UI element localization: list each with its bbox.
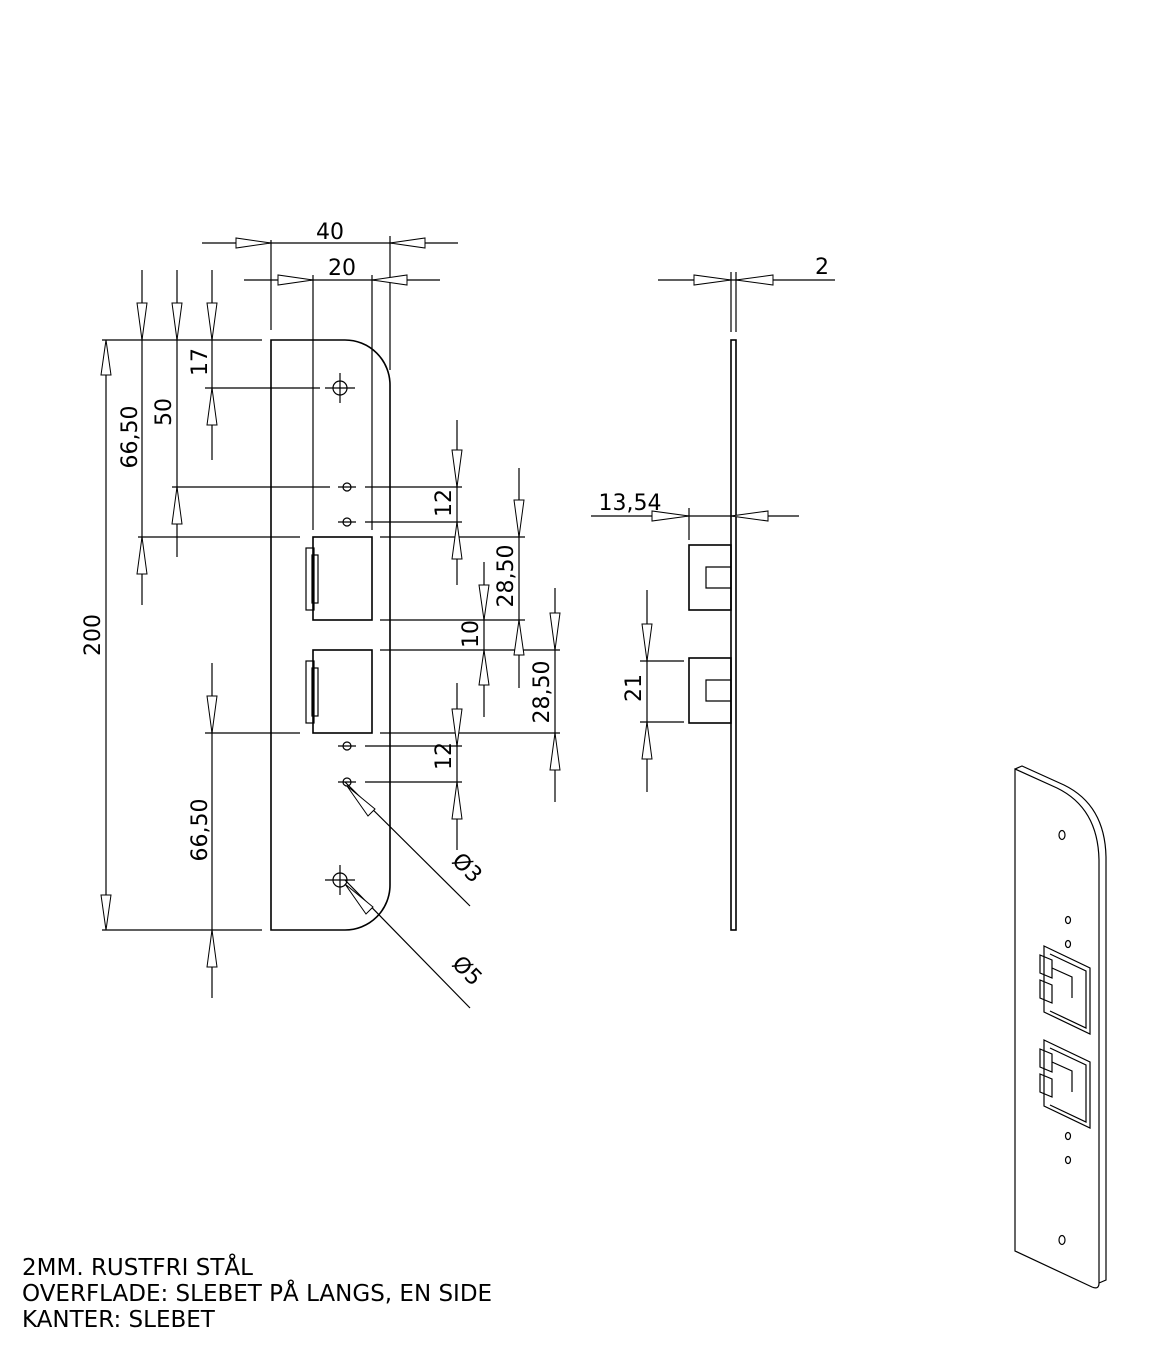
plate-side (730, 339, 737, 931)
isometric-view (1014, 765, 1107, 1289)
iso-lower-pocket (1039, 1039, 1091, 1129)
dim-20: 20 (328, 256, 356, 281)
bottom-mounting-hole (325, 865, 355, 895)
dim-12-top: 12 (432, 489, 457, 517)
side-arrowheads (641, 274, 774, 760)
extension-lines (102, 236, 560, 931)
material-notes: 2MM. RUSTFRI STÅL OVERFLADE: SLEBET PÅ L… (22, 1255, 492, 1333)
dim-21: 21 (622, 674, 647, 702)
note-surface: OVERFLADE: SLEBET PÅ LANGS, EN SIDE (22, 1281, 493, 1307)
side-view: 2 13,54 21 (591, 255, 835, 931)
front-view: 40 20 17 50 66,50 200 66,50 12 12 28,50 … (81, 220, 561, 1009)
dim-10: 10 (459, 620, 484, 648)
note-material: 2MM. RUSTFRI STÅL (22, 1255, 253, 1281)
dim-dia-3: Ø3 (447, 848, 487, 888)
note-edges: KANTER: SLEBET (22, 1307, 215, 1333)
front-arrowheads (100, 237, 561, 968)
dim-66-50-top: 66,50 (118, 406, 143, 469)
iso-upper-pocket (1039, 945, 1091, 1035)
dim-13-54: 13,54 (599, 491, 662, 516)
dim-50: 50 (152, 398, 177, 426)
iso-holes (1058, 829, 1072, 1246)
dim-2: 2 (815, 255, 829, 280)
plate-outline (270, 339, 391, 931)
iso-plate-face (1014, 768, 1100, 1289)
dim-200: 200 (81, 614, 106, 656)
dim-28-50-lower: 28,50 (530, 661, 555, 724)
dim-40: 40 (316, 220, 344, 245)
small-holes (338, 482, 356, 787)
top-mounting-hole (325, 373, 355, 403)
upper-pocket (688, 544, 732, 611)
dim-66-50-bottom: 66,50 (188, 799, 213, 862)
lower-pocket (688, 657, 732, 724)
lower-opening (305, 649, 373, 734)
dim-dia-5: Ø5 (447, 951, 487, 991)
dim-17: 17 (188, 348, 213, 376)
iso-plate-edge (1014, 765, 1107, 1284)
side-dimension-lines (591, 272, 835, 792)
upper-opening (305, 536, 373, 621)
dim-28-50-upper: 28,50 (494, 545, 519, 608)
dim-12-bottom: 12 (432, 742, 457, 770)
dimension-lines (105, 242, 556, 1009)
